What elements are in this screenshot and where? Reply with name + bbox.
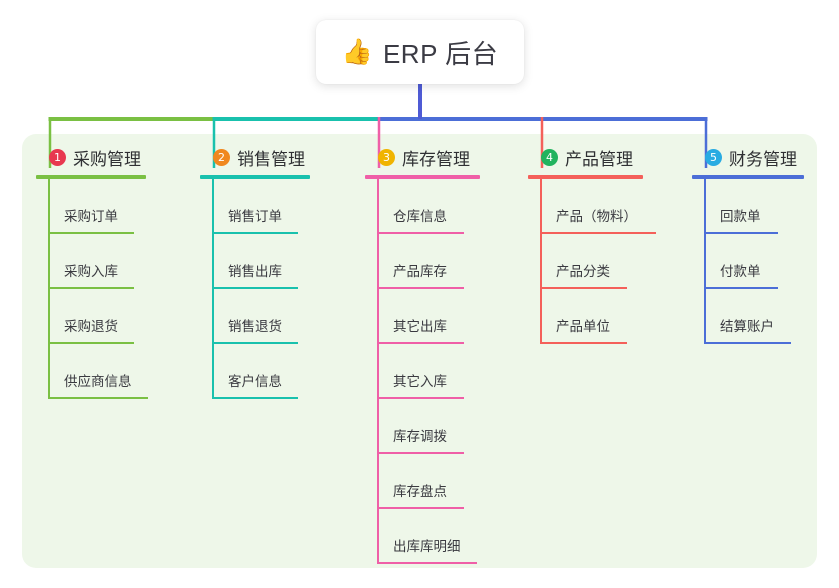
- leaf-node-rule: [50, 397, 148, 399]
- leaf-node-label: 库存调拨: [393, 429, 447, 444]
- leaf-node-rule: [542, 232, 656, 234]
- branch-number-badge: 3: [378, 148, 395, 166]
- root-node-label: ERP 后台: [382, 38, 499, 69]
- branch-number-badge: 1: [49, 148, 66, 166]
- leaf-node[interactable]: 出库库明细: [379, 509, 480, 564]
- branch-number-badge: 5: [705, 148, 722, 166]
- diagram-panel: [22, 134, 817, 568]
- branch-number-badge: 2: [213, 148, 230, 166]
- leaf-node-rule: [50, 287, 134, 289]
- leaf-node[interactable]: 供应商信息: [50, 344, 148, 399]
- branch-title: 财务管理: [729, 149, 797, 169]
- leaf-node-rule: [214, 342, 298, 344]
- leaf-node-label: 结算账户: [720, 319, 774, 334]
- leaf-node-rule: [379, 342, 464, 344]
- branch-title: 产品管理: [565, 149, 633, 169]
- leaf-node-label: 采购退货: [64, 319, 118, 334]
- leaf-node-label: 出库库明细: [393, 539, 461, 554]
- leaf-node[interactable]: 仓库信息: [379, 179, 480, 234]
- leaf-node[interactable]: 库存调拨: [379, 399, 480, 454]
- leaf-node[interactable]: 采购入库: [50, 234, 146, 289]
- branch-column: 3 库存管理仓库信息产品库存其它出库其它入库库存调拨库存盘点出库库明细: [365, 145, 480, 564]
- branch-header[interactable]: 4 产品管理: [528, 145, 643, 169]
- leaf-node-label: 库存盘点: [393, 484, 447, 499]
- leaf-node-rule: [542, 287, 627, 289]
- branch-header-rule: [692, 175, 804, 179]
- branch-title: 销售管理: [237, 149, 305, 169]
- leaf-node-rule: [50, 342, 134, 344]
- branch-header[interactable]: 3 库存管理: [365, 145, 480, 169]
- branch-header[interactable]: 5 财务管理: [692, 145, 804, 169]
- leaf-node[interactable]: 产品库存: [379, 234, 480, 289]
- branch-header[interactable]: 1 采购管理: [36, 145, 146, 169]
- leaf-node-rule: [706, 287, 778, 289]
- leaf-node[interactable]: 结算账户: [706, 289, 804, 344]
- branch-trunk: 仓库信息产品库存其它出库其它入库库存调拨库存盘点出库库明细: [377, 179, 480, 564]
- leaf-node-label: 产品单位: [556, 319, 610, 334]
- leaf-node[interactable]: 客户信息: [214, 344, 310, 399]
- leaf-node[interactable]: 其它入库: [379, 344, 480, 399]
- leaf-node-rule: [214, 287, 298, 289]
- leaf-node-rule: [379, 562, 477, 564]
- leaf-node-rule: [379, 507, 464, 509]
- branch-header[interactable]: 2 销售管理: [200, 145, 310, 169]
- branch-title: 库存管理: [402, 149, 470, 169]
- branch-column: 2 销售管理销售订单销售出库销售退货客户信息: [200, 145, 310, 399]
- leaf-node[interactable]: 采购退货: [50, 289, 146, 344]
- leaf-node-label: 产品分类: [556, 264, 610, 279]
- leaf-node-rule: [379, 287, 464, 289]
- branch-header-rule: [365, 175, 480, 179]
- branch-column: 1 采购管理采购订单采购入库采购退货供应商信息: [36, 145, 148, 399]
- leaf-node-label: 仓库信息: [393, 209, 447, 224]
- leaf-node-label: 采购入库: [64, 264, 118, 279]
- branch-trunk: 采购订单采购入库采购退货供应商信息: [48, 179, 148, 399]
- leaf-node[interactable]: 采购订单: [50, 179, 146, 234]
- leaf-node-rule: [50, 232, 134, 234]
- leaf-node-label: 回款单: [720, 209, 761, 224]
- leaf-node-label: 产品（物料）: [556, 209, 637, 224]
- leaf-node[interactable]: 销售出库: [214, 234, 310, 289]
- leaf-node[interactable]: 产品单位: [542, 289, 643, 344]
- leaf-node-rule: [706, 232, 778, 234]
- leaf-node-label: 销售退货: [228, 319, 282, 334]
- leaf-node-label: 供应商信息: [64, 374, 132, 389]
- branch-number-badge: 4: [541, 148, 558, 166]
- leaf-node-rule: [379, 452, 464, 454]
- leaf-node[interactable]: 回款单: [706, 179, 804, 234]
- branch-column: 5 财务管理回款单付款单结算账户: [692, 145, 804, 344]
- leaf-node-label: 采购订单: [64, 209, 118, 224]
- leaf-node-rule: [379, 232, 464, 234]
- leaf-node-rule: [214, 397, 298, 399]
- branch-title: 采购管理: [73, 149, 141, 169]
- leaf-node-label: 其它出库: [393, 319, 447, 334]
- leaf-node-label: 付款单: [720, 264, 761, 279]
- leaf-node-rule: [379, 397, 464, 399]
- leaf-node[interactable]: 库存盘点: [379, 454, 480, 509]
- leaf-node-label: 其它入库: [393, 374, 447, 389]
- branch-column: 4 产品管理产品（物料） 产品分类产品单位: [528, 145, 656, 344]
- leaf-node-rule: [706, 342, 791, 344]
- branch-header-rule: [200, 175, 310, 179]
- leaf-node[interactable]: 产品分类: [542, 234, 643, 289]
- thumbs-up-icon: 👍: [341, 37, 373, 66]
- root-node[interactable]: 👍 ERP 后台: [316, 20, 524, 84]
- leaf-node[interactable]: 付款单: [706, 234, 804, 289]
- leaf-node[interactable]: 产品（物料）: [542, 179, 656, 234]
- branch-header-rule: [528, 175, 643, 179]
- leaf-node[interactable]: 其它出库: [379, 289, 480, 344]
- branch-trunk: 回款单付款单结算账户: [704, 179, 804, 344]
- leaf-node-label: 销售出库: [228, 264, 282, 279]
- leaf-node-label: 销售订单: [228, 209, 282, 224]
- leaf-node-label: 客户信息: [228, 374, 282, 389]
- leaf-node[interactable]: 销售订单: [214, 179, 310, 234]
- branch-trunk: 销售订单销售出库销售退货客户信息: [212, 179, 310, 399]
- leaf-node-label: 产品库存: [393, 264, 447, 279]
- leaf-node-rule: [214, 232, 298, 234]
- branch-header-rule: [36, 175, 146, 179]
- branch-trunk: 产品（物料） 产品分类产品单位: [540, 179, 656, 344]
- leaf-node[interactable]: 销售退货: [214, 289, 310, 344]
- leaf-node-rule: [542, 342, 627, 344]
